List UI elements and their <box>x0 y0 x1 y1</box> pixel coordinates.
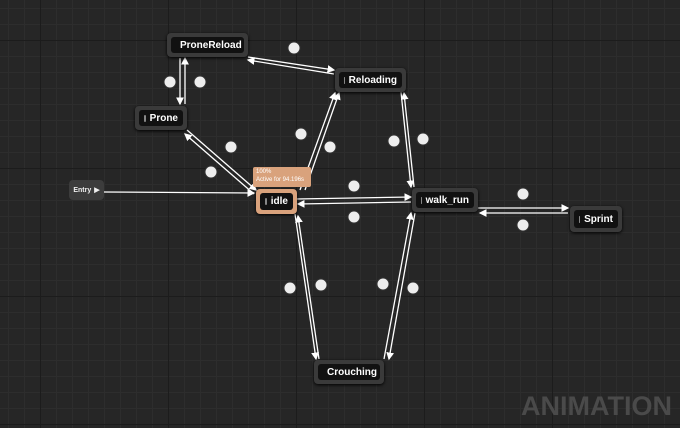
state-label: Prone <box>149 112 178 124</box>
entry-label: Entry <box>73 186 92 194</box>
state-sprint[interactable]: Sprint <box>570 206 622 232</box>
transition-icon <box>163 75 177 89</box>
transition-icon <box>516 187 530 201</box>
state-icon <box>265 198 267 205</box>
state-icon <box>144 114 146 122</box>
watermark: ANIMATION <box>521 391 672 421</box>
state-prone-reload[interactable]: ProneReload <box>167 33 248 57</box>
state-idle[interactable]: idle <box>256 189 297 214</box>
transition-icon <box>193 75 207 89</box>
state-reloading[interactable]: Reloading <box>335 68 406 92</box>
transition-icon <box>347 210 361 224</box>
state-icon <box>579 215 581 223</box>
transition-icon <box>347 179 361 193</box>
transition-icon <box>314 278 328 292</box>
transition-icon <box>406 281 420 295</box>
state-label: Sprint <box>584 213 613 225</box>
state-icon <box>344 76 345 84</box>
state-label: walk_run <box>425 194 469 206</box>
state-label: Reloading <box>348 74 397 86</box>
state-crouching[interactable]: Crouching <box>314 360 384 384</box>
state-active-time: Active for 94.196s <box>256 177 305 183</box>
state-prone[interactable]: Prone <box>135 106 187 130</box>
transition-icon <box>387 134 401 148</box>
state-icon <box>421 196 422 204</box>
transition-icon <box>376 277 390 291</box>
transition-icon <box>516 218 530 232</box>
state-walk-run[interactable]: walk_run <box>412 188 478 212</box>
state-label: Crouching <box>327 366 377 378</box>
transition-icon <box>287 41 301 55</box>
play-icon: ▶ <box>94 187 100 194</box>
active-state-tooltip: 100% Active for 94.196s <box>253 167 311 187</box>
state-label: ProneReload <box>180 39 242 51</box>
transition-icon <box>294 127 308 141</box>
transition-icon <box>204 165 218 179</box>
transition-icon <box>416 132 430 146</box>
transition-icon <box>283 281 297 295</box>
transition-icon <box>323 140 337 154</box>
state-label: idle <box>270 196 288 207</box>
state-weight: 100% <box>256 169 272 175</box>
entry-node[interactable]: Entry▶ <box>69 180 104 200</box>
transition-icons <box>163 41 530 295</box>
transition-icon <box>224 140 238 154</box>
